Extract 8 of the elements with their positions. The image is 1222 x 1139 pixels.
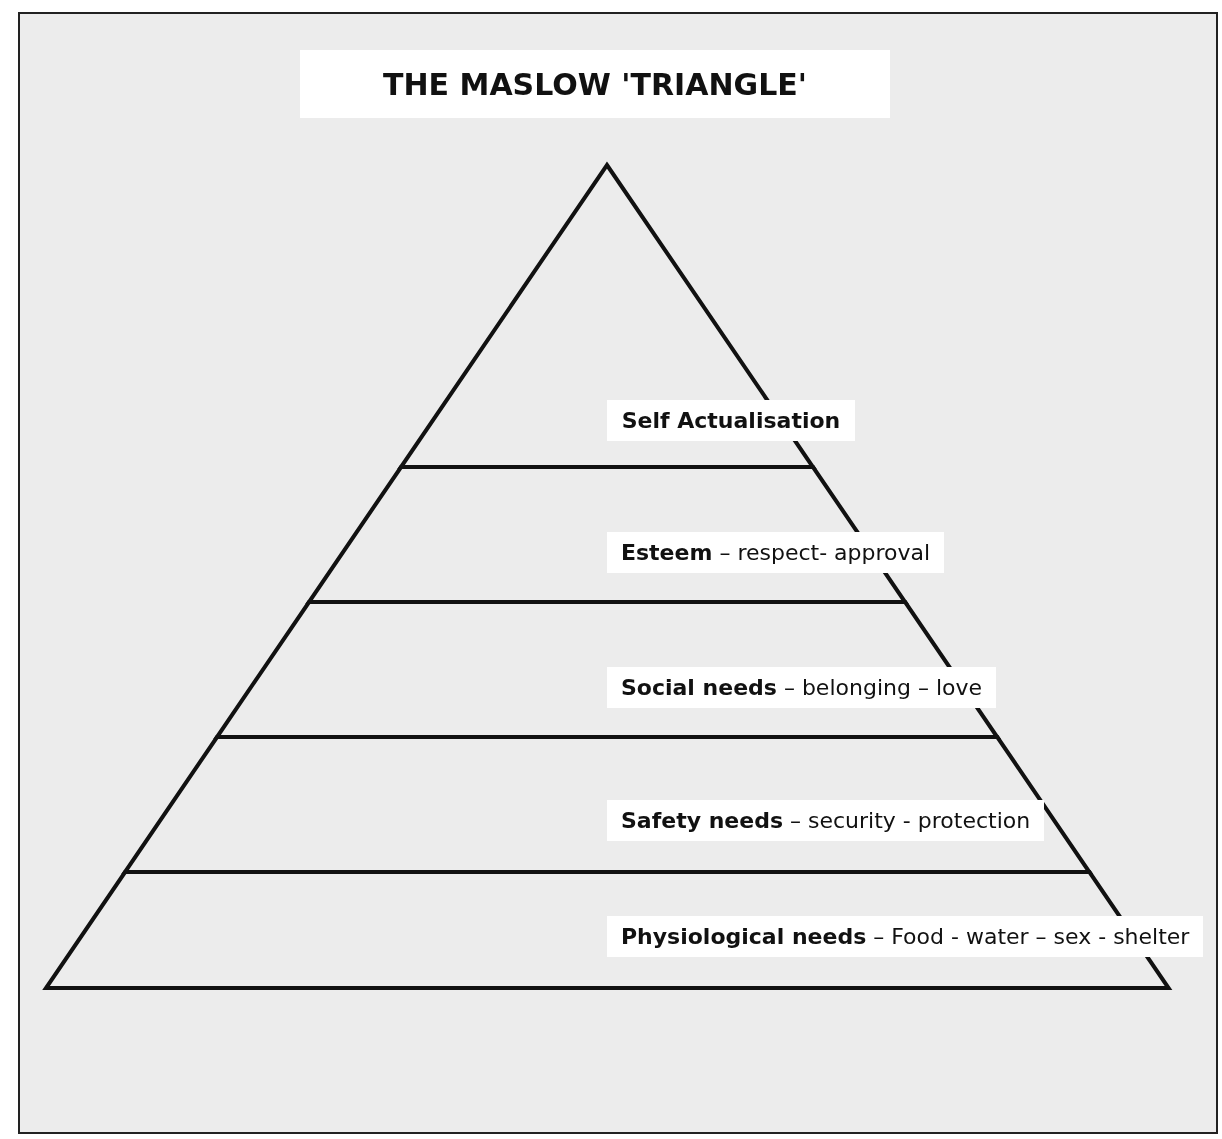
title: THE MASLOW 'TRIANGLE': [300, 50, 890, 118]
pyramid-level: [216, 602, 998, 737]
level-label: Self Actualisation: [607, 400, 855, 441]
level-label: Physiological needs – Food - water – sex - shelter: [607, 916, 1204, 957]
pyramid-level: [124, 737, 1090, 872]
level-label: Social needs – belonging – love: [607, 667, 997, 708]
level-label: Esteem – respect- approval: [607, 532, 945, 573]
level-label: Safety needs – security - protection: [607, 800, 1045, 841]
